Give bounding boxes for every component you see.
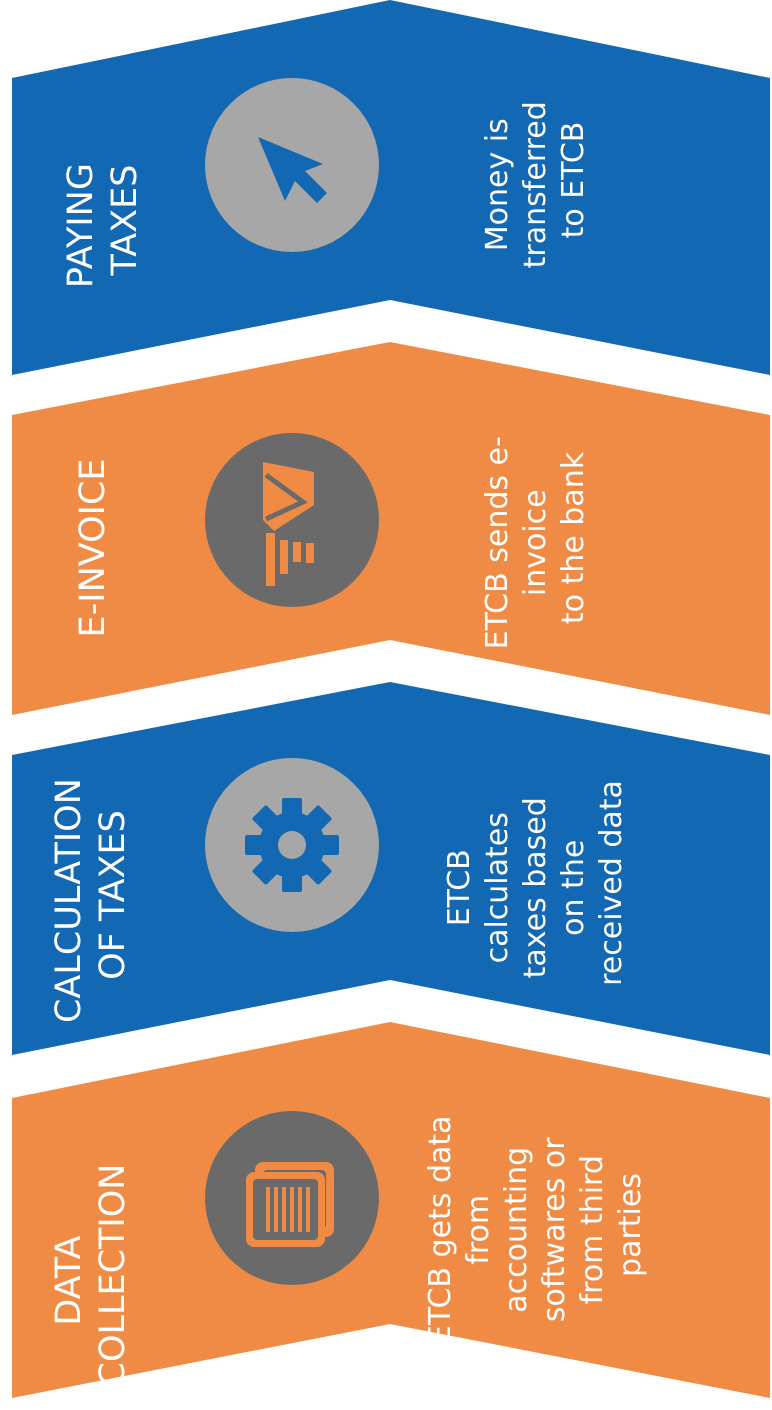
- step-calculation-of-taxes: CALCULATION OF TAXES ETCB calculates tax…: [12, 682, 770, 1055]
- desc-line: to ETCB: [556, 122, 591, 239]
- title-line: COLLECTION: [93, 1164, 133, 1387]
- title-line: PAYING: [61, 163, 101, 288]
- cursor-icon: [205, 78, 379, 252]
- title-line: TAXES: [105, 165, 145, 277]
- desc-line: accounting: [499, 1147, 534, 1313]
- gear-icon: [205, 758, 379, 932]
- desc-line: ETCB: [442, 849, 477, 926]
- step-description: ETCB gets data from accounting softwares…: [423, 1106, 648, 1344]
- desc-line: on the: [556, 840, 591, 936]
- title-line: E-INVOICE: [73, 459, 113, 638]
- desc-line: Money is: [480, 118, 515, 251]
- desc-line: ETCB sends e-: [480, 436, 515, 649]
- barcode-cards-icon: [205, 1111, 379, 1285]
- step-title: DATA COLLECTION: [49, 1164, 133, 1387]
- desc-line: calculates: [480, 812, 515, 963]
- step-paying-taxes: PAYING TAXES Money is transferred to ETC…: [12, 0, 770, 375]
- title-line: CALCULATION: [49, 778, 89, 1023]
- desc-line: softwares or: [537, 1137, 572, 1322]
- step-description: ETCB sends e- invoice to the bank: [480, 427, 591, 650]
- desc-line: ETCB gets data: [423, 1115, 458, 1344]
- desc-line: parties: [613, 1173, 648, 1277]
- chevron-band: [12, 682, 770, 1055]
- step-title: CALCULATION OF TAXES: [49, 767, 133, 1023]
- title-line: DATA: [49, 1235, 89, 1325]
- title-line: OF TAXES: [93, 810, 133, 980]
- desc-line: invoice: [518, 489, 553, 596]
- step-e-invoice: E-INVOICE ETCB sends e- invoice to the b…: [12, 342, 770, 715]
- chevron-band: [12, 342, 770, 715]
- step-data-collection: DATA COLLECTION ETCB gets data from acco…: [12, 1022, 770, 1398]
- desc-line: from third: [575, 1155, 610, 1304]
- step-title: PAYING TAXES: [61, 152, 145, 288]
- step-description: ETCB calculates taxes based on the recei…: [442, 780, 629, 986]
- desc-line: received data: [594, 780, 629, 986]
- chevron-band: [12, 0, 770, 375]
- chevron-band: [12, 1022, 770, 1398]
- desc-line: transferred: [518, 101, 553, 268]
- desc-line: taxes based: [518, 797, 553, 978]
- desc-line: to the bank: [556, 451, 591, 624]
- desc-line: from: [461, 1195, 496, 1265]
- envelope-send-icon: [205, 433, 379, 607]
- step-description: Money is transferred to ETCB: [480, 92, 591, 269]
- step-title: E-INVOICE: [73, 459, 113, 638]
